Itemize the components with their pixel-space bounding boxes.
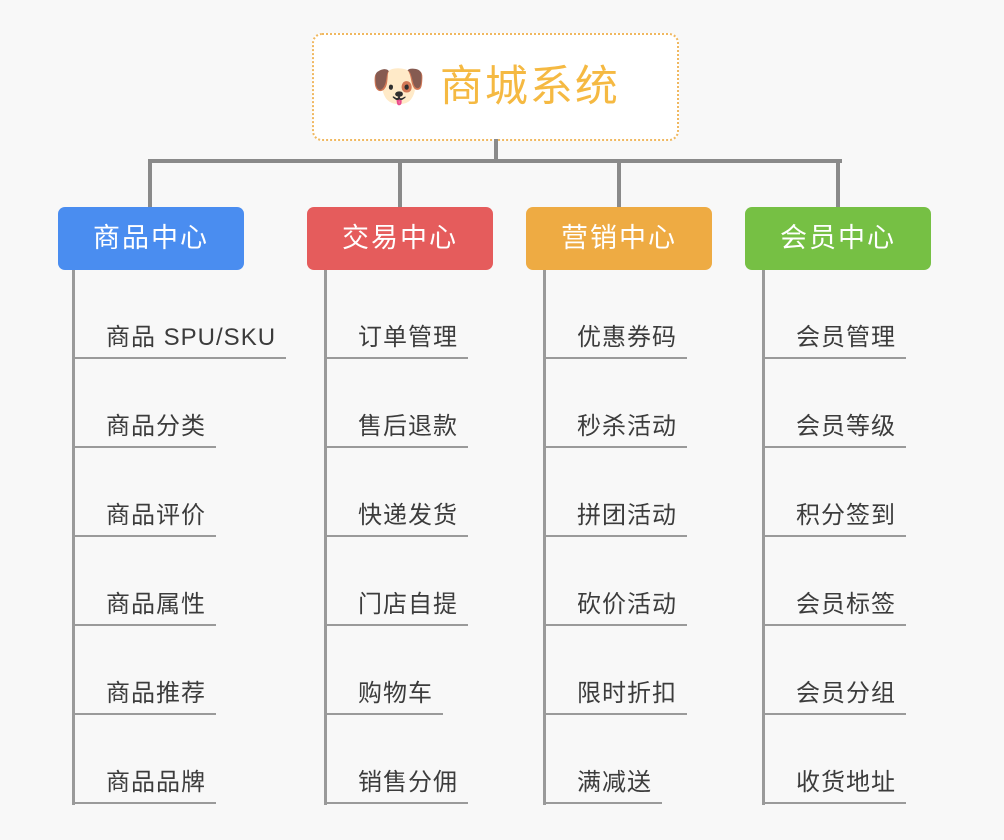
leaf-item-underline: 购物车 [324, 680, 443, 715]
leaf-item-underline: 门店自提 [324, 591, 468, 626]
category-header-3[interactable]: 会员中心 [745, 207, 931, 270]
leaf-item[interactable]: 收货地址 [762, 715, 906, 804]
column-spine [72, 270, 75, 805]
leaf-item-label: 购物车 [358, 680, 433, 708]
leaf-item-label: 会员等级 [796, 413, 896, 441]
leaf-item-underline: 满减送 [543, 769, 662, 804]
leaf-item-label: 收货地址 [796, 769, 896, 797]
leaf-item-label: 商品属性 [106, 591, 206, 619]
leaf-item-underline: 售后退款 [324, 413, 468, 448]
leaf-item-label: 限时折扣 [577, 680, 677, 708]
column-spine [324, 270, 327, 805]
leaf-item-underline: 限时折扣 [543, 680, 687, 715]
leaf-item-underline: 秒杀活动 [543, 413, 687, 448]
leaf-item[interactable]: 会员管理 [762, 270, 906, 359]
leaf-item-label: 满减送 [577, 769, 652, 797]
leaf-item[interactable]: 拼团活动 [543, 448, 687, 537]
leaf-item[interactable]: 售后退款 [324, 359, 468, 448]
leaf-item-underline: 砍价活动 [543, 591, 687, 626]
leaf-item-label: 拼团活动 [577, 502, 677, 530]
leaf-item-underline: 商品属性 [72, 591, 216, 626]
leaf-item-label: 会员分组 [796, 680, 896, 708]
leaf-item-label: 销售分佣 [358, 769, 458, 797]
leaf-item-label: 商品分类 [106, 413, 206, 441]
category-header-label: 营销中心 [561, 223, 677, 253]
leaf-item-underline: 快递发货 [324, 502, 468, 537]
leaf-item[interactable]: 销售分佣 [324, 715, 468, 804]
connector-horizontal-bar [150, 159, 842, 163]
leaf-item[interactable]: 会员标签 [762, 537, 906, 626]
leaf-item-label: 会员管理 [796, 324, 896, 352]
leaf-item-underline: 收货地址 [762, 769, 906, 804]
connector-drop-2 [617, 159, 621, 209]
leaf-item[interactable]: 满减送 [543, 715, 662, 804]
category-header-label: 交易中心 [342, 223, 458, 253]
leaf-item-label: 商品推荐 [106, 680, 206, 708]
root-node-label: 商城系统 [439, 62, 620, 111]
leaf-item-label: 快递发货 [358, 502, 458, 530]
leaf-item-label: 会员标签 [796, 591, 896, 619]
leaf-item-underline: 商品推荐 [72, 680, 216, 715]
leaf-item-label: 商品评价 [106, 502, 206, 530]
leaf-item[interactable]: 商品分类 [72, 359, 216, 448]
leaf-item[interactable]: 商品评价 [72, 448, 216, 537]
leaf-item[interactable]: 限时折扣 [543, 626, 687, 715]
category-header-label: 会员中心 [780, 223, 896, 253]
connector-drop-0 [148, 159, 152, 209]
leaf-item[interactable]: 订单管理 [324, 270, 468, 359]
leaf-item[interactable]: 积分签到 [762, 448, 906, 537]
leaf-item-underline: 拼团活动 [543, 502, 687, 537]
leaf-item[interactable]: 商品品牌 [72, 715, 216, 804]
leaf-item[interactable]: 购物车 [324, 626, 443, 715]
leaf-item-underline: 销售分佣 [324, 769, 468, 804]
connector-root-stem [494, 139, 498, 162]
category-header-label: 商品中心 [93, 223, 209, 253]
leaf-item-label: 优惠券码 [577, 324, 677, 352]
leaf-item-underline: 商品分类 [72, 413, 216, 448]
leaf-item[interactable]: 会员分组 [762, 626, 906, 715]
category-header-0[interactable]: 商品中心 [58, 207, 244, 270]
leaf-item[interactable]: 会员等级 [762, 359, 906, 448]
root-node[interactable]: 🐶 商城系统 [312, 33, 679, 141]
leaf-item-underline: 会员等级 [762, 413, 906, 448]
leaf-item[interactable]: 商品推荐 [72, 626, 216, 715]
leaf-item[interactable]: 快递发货 [324, 448, 468, 537]
leaf-item-underline: 会员标签 [762, 591, 906, 626]
leaf-item[interactable]: 优惠券码 [543, 270, 687, 359]
column-spine [762, 270, 765, 805]
leaf-item-label: 门店自提 [358, 591, 458, 619]
leaf-item[interactable]: 商品 SPU/SKU [72, 270, 287, 359]
column-spine [543, 270, 546, 805]
leaf-item[interactable]: 门店自提 [324, 537, 468, 626]
leaf-item[interactable]: 秒杀活动 [543, 359, 687, 448]
leaf-item-underline: 商品 SPU/SKU [72, 324, 287, 359]
leaf-item-underline: 积分签到 [762, 502, 906, 537]
leaf-item-label: 秒杀活动 [577, 413, 677, 441]
leaf-item-underline: 商品评价 [72, 502, 216, 537]
leaf-item[interactable]: 砍价活动 [543, 537, 687, 626]
leaf-item-label: 售后退款 [358, 413, 458, 441]
category-header-1[interactable]: 交易中心 [307, 207, 493, 270]
connector-drop-1 [398, 159, 402, 209]
leaf-item-underline: 商品品牌 [72, 769, 216, 804]
leaf-item-label: 积分签到 [796, 502, 896, 530]
leaf-item-underline: 会员分组 [762, 680, 906, 715]
connector-drop-3 [836, 159, 840, 209]
leaf-item-label: 商品 SPU/SKU [106, 324, 277, 352]
leaf-item-underline: 会员管理 [762, 324, 906, 359]
leaf-item[interactable]: 商品属性 [72, 537, 216, 626]
dog-face-icon: 🐶 [371, 62, 426, 111]
leaf-item-label: 砍价活动 [577, 591, 677, 619]
leaf-item-label: 订单管理 [358, 324, 458, 352]
leaf-item-underline: 订单管理 [324, 324, 468, 359]
leaf-item-underline: 优惠券码 [543, 324, 687, 359]
category-header-2[interactable]: 营销中心 [526, 207, 712, 270]
leaf-item-label: 商品品牌 [106, 769, 206, 797]
